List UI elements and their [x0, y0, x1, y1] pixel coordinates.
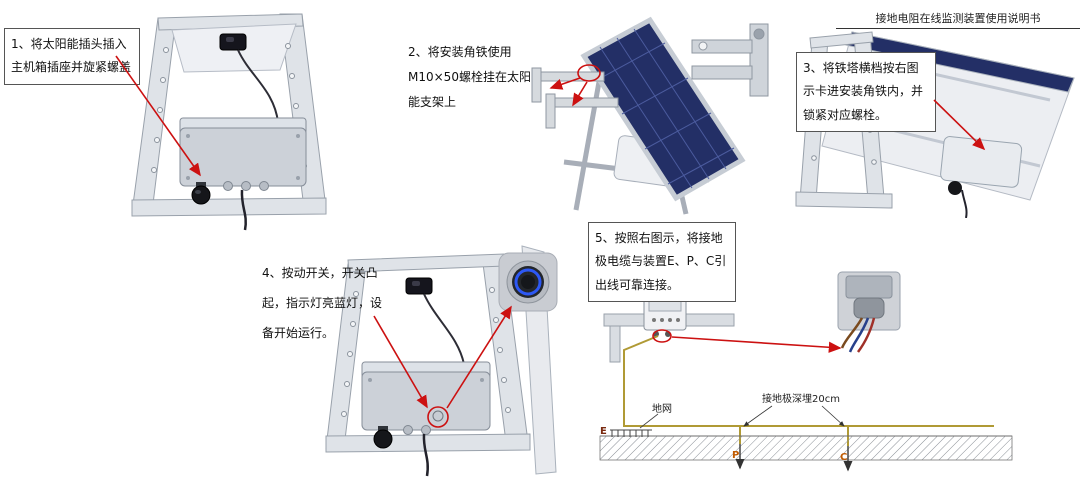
solar-plug-knob	[191, 182, 211, 205]
ground-grid-symbol	[610, 429, 652, 437]
terminal-c-label: C	[840, 452, 847, 463]
main-unit-box	[179, 117, 307, 191]
ground-hatch	[599, 435, 1013, 461]
step-5-note: 5、按照右图示，将接地极电缆与装置E、P、C引出线可靠连接。	[588, 222, 736, 303]
main-unit-box-step4	[361, 361, 491, 435]
illustration-step2-panel-brackets	[531, 16, 769, 215]
ground-cable	[623, 335, 994, 446]
cable-gland-inset	[837, 271, 901, 353]
electrode-depth-label: 接地极深埋20cm	[762, 392, 840, 405]
step-2-note: 2、将安装角铁使用M10×50螺栓挂在太阳能支架上	[408, 45, 531, 110]
camera-module-step4	[405, 277, 433, 295]
power-switch	[432, 410, 444, 422]
solar-panel	[580, 16, 746, 202]
ground-grid-leader	[639, 413, 659, 429]
ground-grid-label: 地网	[652, 402, 672, 415]
blue-button-inset	[498, 252, 558, 312]
step-4-note: 4、按动开关，开关凸起，指示灯亮蓝灯，设备开始运行。	[262, 266, 383, 340]
illustration-step1-device	[131, 13, 327, 231]
depth-leader-c	[821, 405, 845, 427]
angle-iron-inset	[691, 23, 769, 97]
depth-leader-p	[743, 405, 773, 427]
main-unit-box-step3	[940, 136, 1023, 188]
camera-cable	[237, 49, 279, 123]
camera-module	[219, 33, 247, 51]
plug-knob-step3	[948, 181, 962, 195]
solar-plug-knob-step4	[373, 426, 393, 449]
illustration-step5-grounding-diagram: 地网 接地极深埋20cm E P C	[599, 271, 1013, 472]
power-cable-step4	[422, 433, 429, 477]
support-post	[609, 325, 621, 363]
terminal-p-label: P	[732, 450, 739, 461]
page-header: 接地电阻在线监测装置使用说明书	[836, 10, 1080, 29]
step-1-note: 1、将太阳能插头插入主机箱插座并旋紧螺盖	[4, 28, 140, 85]
step-3-note: 3、将铁塔横档按右图示卡进安装角铁内，并锁紧对应螺栓。	[796, 52, 936, 133]
power-cable	[240, 189, 247, 231]
camera-cable-step4	[423, 293, 465, 365]
header-title: 接地电阻在线监测装置使用说明书	[875, 12, 1041, 25]
cable-step3	[961, 189, 968, 218]
indicator-button-icon	[498, 252, 558, 312]
terminal-e-label: E	[600, 426, 607, 437]
